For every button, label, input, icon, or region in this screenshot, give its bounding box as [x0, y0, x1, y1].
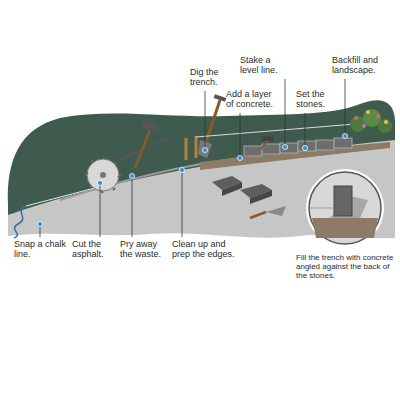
step-label: Backfill and landscape.: [332, 56, 394, 76]
step-label: Dig the trench.: [190, 68, 232, 88]
step-label: Pry away the waste.: [120, 240, 168, 260]
step-label: Cut the asphalt.: [72, 240, 118, 260]
step-label: Add a layer of concrete.: [226, 90, 274, 110]
step-label: Set the stones.: [296, 90, 340, 110]
step-label: Stake a level line.: [240, 56, 290, 76]
step-label: Fill the trench with concrete angled aga…: [296, 254, 396, 280]
step-label: Snap a chalk line.: [14, 240, 68, 260]
step-label: Clean up and prep the edges.: [172, 240, 246, 260]
